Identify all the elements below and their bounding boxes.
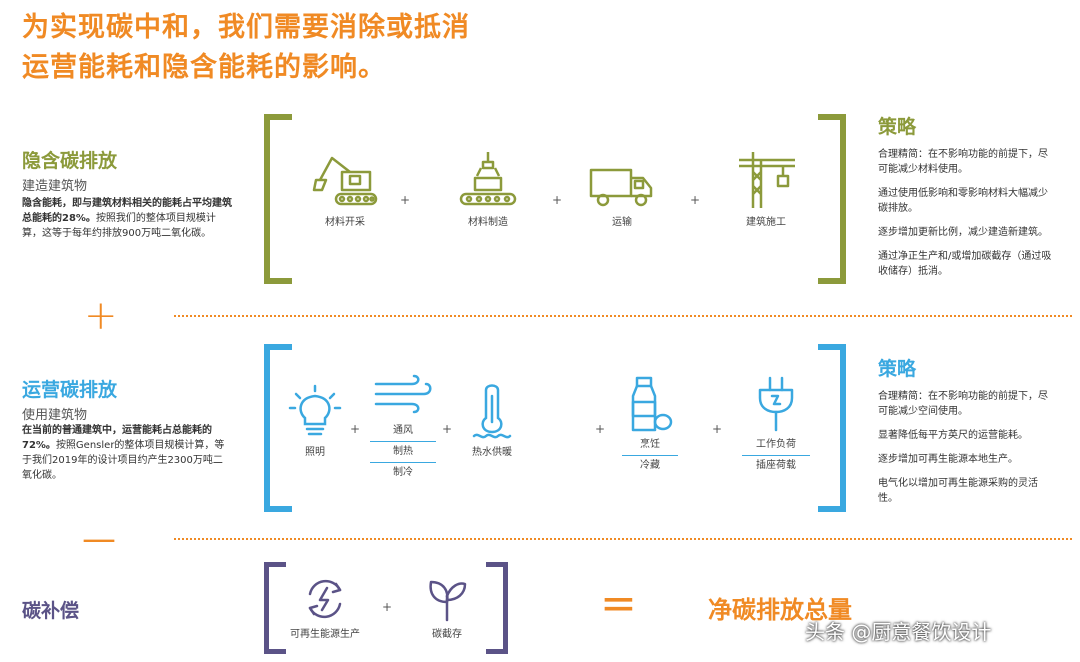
strategy-item: 通过使用低影响和零影响材料大幅减少碳排放。 [878,188,1048,214]
big-plus-sign: + [84,293,118,339]
plug-load-label: 插座荷载 [756,460,796,471]
plus-sign: + [350,422,361,436]
embodied-header: 隐含碳排放 建造建筑物 [22,146,117,194]
strategy-item: 逐步增加可再生能源本地生产。 [878,454,1018,465]
embodied-bracket-left [264,114,292,284]
light-bulb-icon [288,384,342,436]
milk-bottle-icon [631,376,673,432]
plug-icon [758,376,794,432]
operational-bracket-right [818,344,846,512]
embodied-item-transport: 运输 [582,150,662,230]
offset-bracket-left [264,562,286,654]
embodied-item-manufacturing: 材料制造 [448,150,528,230]
embodied-item-construction: 建筑施工 [726,150,806,230]
operational-description-rest: 按照Gensler的整体项目规模计算，等于我们2019年的设计项目约产生2300… [22,440,225,481]
dump-truck-icon [589,168,653,207]
watermark: 头条 @厨意餐饮设计 [805,620,992,644]
operational-header: 运营碳排放 使用建筑物 [22,375,117,423]
equals-sign: = [600,578,637,629]
offset-item-sequestration: 碳截存 [410,576,484,642]
operational-item-plug-loads: 工作负荷 插座荷载 [742,376,810,473]
embodied-strategy-list: 合理精简：在不影响功能的前提下，尽可能减少材料使用。 通过使用低影响和零影响材料… [878,147,1053,279]
embodied-item-label: 材料开采 [325,217,365,228]
cooking-label: 烹饪 [622,438,678,456]
heating-label: 制热 [370,445,436,463]
plus-sign: + [552,193,563,207]
strategy-item: 逐步增加更新比例，减少建造新建筑。 [878,227,1048,238]
offset-title: 碳补偿 [22,600,80,622]
thermometer-icon [472,384,512,439]
operational-item-lighting: 照明 [285,384,345,460]
operational-strategy-title: 策略 [878,358,917,380]
cooking-labels: 烹饪 冷藏 [622,438,678,473]
headline: 为实现碳中和，我们需要消除或抵消 运营能耗和隐含能耗的影响。 [22,8,542,88]
dotted-divider-1 [174,315,1072,317]
ventilation-label: 通风 [370,424,436,442]
operational-item-hvac: 通风 制热 制冷 [370,374,436,480]
operational-title: 运营碳排放 [22,379,118,401]
embodied-description: 隐含能耗，即与建筑材料相关的能耗占平均建筑总能耗的28%。按照我们的整体项目规模… [22,196,232,241]
excavator-icon [312,156,378,206]
offset-item-label: 可再生能源生产 [290,629,360,640]
operational-item-cooking: 烹饪 冷藏 [622,376,678,473]
hvac-labels: 通风 制热 制冷 [370,424,436,480]
operational-subtitle: 使用建筑物 [22,408,88,423]
lighting-label: 照明 [305,447,325,458]
plus-sign: + [690,193,701,207]
embodied-item-label: 建筑施工 [746,217,786,228]
conveyor-icon [459,152,517,206]
embodied-subtitle: 建造建筑物 [22,179,88,194]
embodied-strategy: 策略 合理精简：在不影响功能的前提下，尽可能减少材料使用。 通过使用低影响和零影… [878,112,1053,288]
plug-labels: 工作负荷 插座荷载 [742,438,810,473]
renewable-energy-icon [308,579,342,619]
net-carbon-total: 净碳排放总量 [708,596,852,624]
operational-description-bold: 在当前的普通建筑中，运营能耗占总能耗的72%。 [22,425,212,451]
plus-sign: + [400,193,411,207]
operational-bracket-left [264,344,292,512]
plus-sign: + [382,600,393,614]
sprout-icon [429,580,467,622]
offset-item-label: 碳截存 [432,629,462,640]
embodied-item-extraction: 材料开采 [305,150,385,230]
operational-strategy: 策略 合理精简：在不影响功能的前提下，尽可能减少空间使用。 显著降低每平方英尺的… [878,354,1053,515]
strategy-item: 显著降低每平方英尺的运营能耗。 [878,430,1028,441]
embodied-description-rest: 按照我们的整体项目规模计算，这等于每年约排放900万吨二氧化碳。 [22,213,216,239]
strategy-item: 合理精简：在不影响功能的前提下，尽可能减少材料使用。 [878,149,1048,175]
dotted-divider-2 [174,538,1072,540]
plus-sign: + [442,422,453,436]
embodied-bracket-right [818,114,846,284]
headline-line-1: 为实现碳中和，我们需要消除或抵消 [22,12,470,43]
headline-line-2: 运营能耗和隐含能耗的影响。 [22,52,386,83]
strategy-item: 通过净正生产和/或增加碳截存（通过吸收储存）抵消。 [878,251,1052,277]
offset-bracket-right [486,562,508,654]
operational-strategy-list: 合理精简：在不影响功能的前提下，尽可能减少空间使用。 显著降低每平方英尺的运营能… [878,389,1053,506]
work-load-label: 工作负荷 [742,438,810,456]
cooling-label: 制冷 [393,467,413,478]
wind-icon [374,374,432,414]
big-minus-sign: — [82,519,116,559]
embodied-strategy-title: 策略 [878,116,917,138]
offset-item-renewable: 可再生能源生产 [280,576,370,642]
embodied-item-label: 材料制造 [468,217,508,228]
crane-icon [739,152,795,208]
embodied-item-label: 运输 [612,217,632,228]
embodied-description-bold: 隐含能耗，即与建筑材料相关的能耗占平均建筑总能耗的28%。 [22,198,232,224]
plus-sign: + [595,422,606,436]
plus-sign: + [712,422,723,436]
embodied-title: 隐含碳排放 [22,150,118,172]
hot-water-label: 热水供暖 [472,447,512,458]
operational-item-hot-water: 热水供暖 [462,382,522,460]
strategy-item: 合理精简：在不影响功能的前提下，尽可能减少空间使用。 [878,391,1048,417]
operational-description: 在当前的普通建筑中，运营能耗占总能耗的72%。按照Gensler的整体项目规模计… [22,423,232,483]
refrigeration-label: 冷藏 [640,460,660,471]
strategy-item: 电气化以增加可再生能源采购的灵活性。 [878,478,1038,504]
